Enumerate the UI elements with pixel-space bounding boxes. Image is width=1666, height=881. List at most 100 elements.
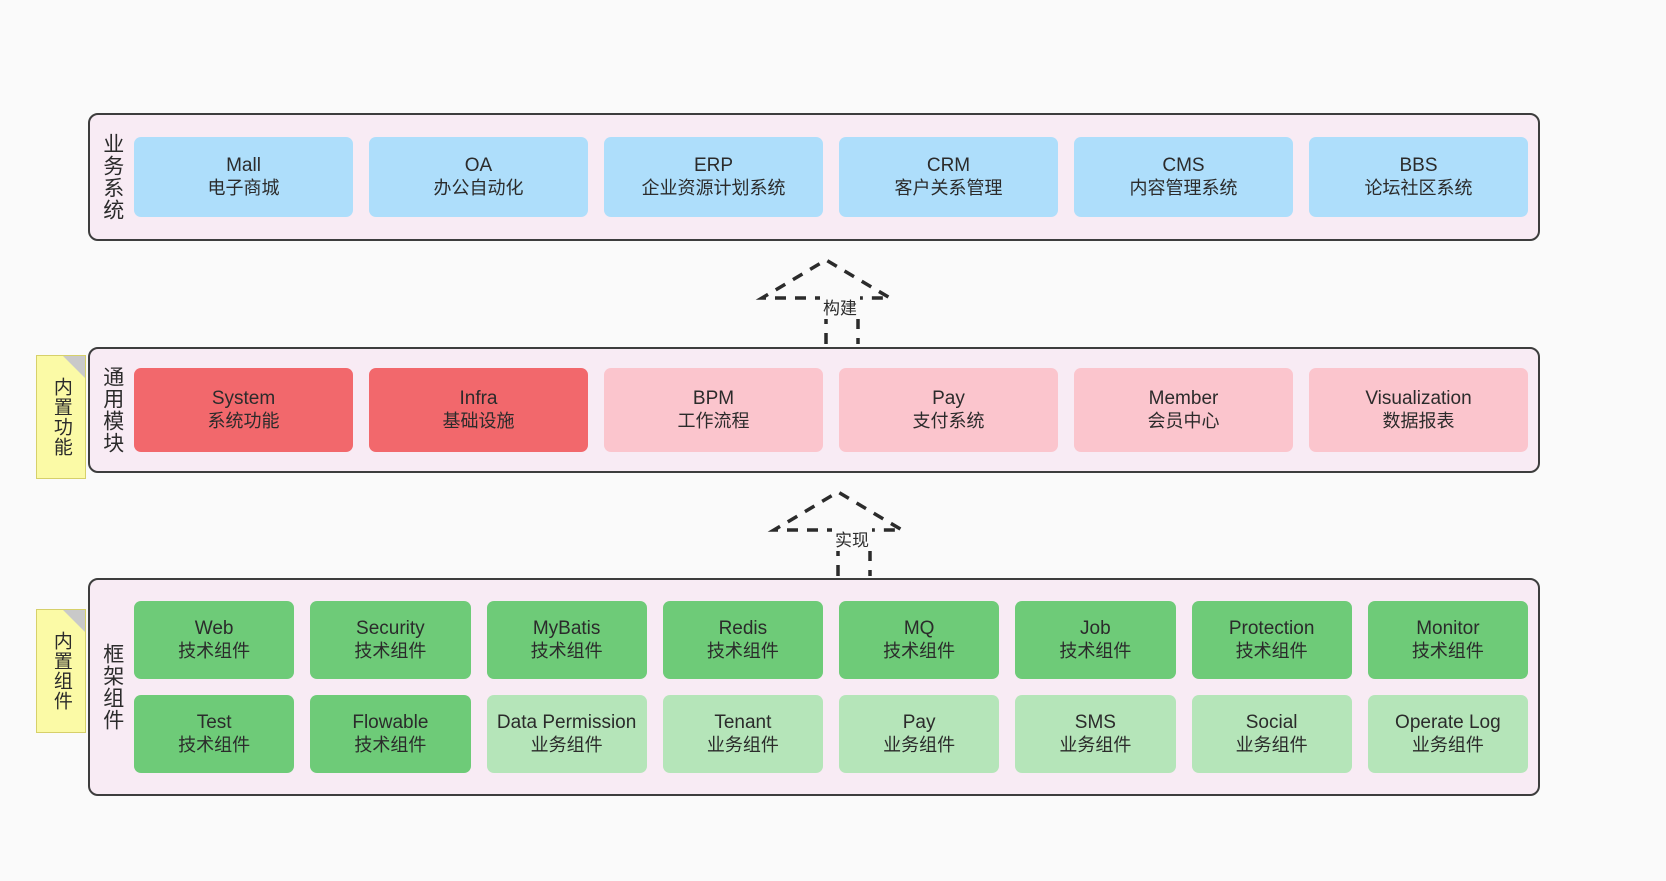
layer-business-systems: 业务系统 Mall 电子商城 OA 办公自动化 ERP 企业资源计划系统 CRM… [88,113,1540,241]
note-builtin-components: 内置组件 [36,609,86,733]
node-title: Pay [902,712,936,734]
node-title: Visualization [1365,388,1472,410]
node-social[interactable]: Social 业务组件 [1191,695,1352,773]
node-title: Redis [718,618,768,640]
node-title: Test [196,712,232,734]
node-title: Member [1148,388,1219,410]
node-row: Web 技术组件 Security 技术组件 MyBatis 技术组件 Redi… [134,601,1528,679]
node-subtitle: 技术组件 [178,734,251,755]
node-sms[interactable]: SMS 业务组件 [1015,695,1176,773]
note-builtin-features: 内置功能 [36,355,86,479]
node-subtitle: 论坛社区系统 [1364,177,1473,198]
note-fold-icon [63,610,85,632]
node-row: Mall 电子商城 OA 办公自动化 ERP 企业资源计划系统 CRM 客户关系… [134,137,1528,217]
node-title: Flowable [352,712,429,734]
note-fold-icon [63,356,85,378]
node-oa[interactable]: OA 办公自动化 [369,137,588,217]
node-title: CRM [926,155,971,177]
node-title: Security [356,618,425,640]
node-subtitle: 企业资源计划系统 [641,177,786,198]
node-title: Operate Log [1395,712,1501,734]
node-title: Protection [1228,618,1315,640]
node-subtitle: 业务组件 [883,734,956,755]
node-title: Pay [932,388,965,410]
node-title: Infra [459,388,498,410]
node-flowable[interactable]: Flowable 技术组件 [310,695,471,773]
node-system[interactable]: System 系统功能 [134,368,353,452]
node-subtitle: 系统功能 [207,410,280,431]
node-subtitle: 技术组件 [530,640,603,661]
node-subtitle: 业务组件 [1059,734,1132,755]
node-mq[interactable]: MQ 技术组件 [839,601,1000,679]
node-subtitle: 数据报表 [1382,410,1455,431]
layer-label-framework-components: 框架组件 [100,643,124,731]
layer-body-business-systems: Mall 电子商城 OA 办公自动化 ERP 企业资源计划系统 CRM 客户关系… [134,115,1538,239]
layer-label-business-systems: 业务系统 [100,133,124,221]
node-cms[interactable]: CMS 内容管理系统 [1074,137,1293,217]
layer-framework-components: 框架组件 Web 技术组件 Security 技术组件 MyBatis 技术组件… [88,578,1540,796]
node-subtitle: 技术组件 [354,734,427,755]
node-visualization[interactable]: Visualization 数据报表 [1309,368,1528,452]
layer-common-modules: 通用模块 System 系统功能 Infra 基础设施 BPM 工作流程 Pay… [88,347,1540,473]
node-pay-component[interactable]: Pay 业务组件 [839,695,1000,773]
node-job[interactable]: Job 技术组件 [1015,601,1176,679]
connector-build: 构建 [755,257,898,344]
node-title: Monitor [1416,618,1480,640]
node-title: Job [1080,618,1111,640]
node-mybatis[interactable]: MyBatis 技术组件 [486,601,647,679]
connector-implement: 实现 [767,489,910,576]
node-subtitle: 技术组件 [178,640,251,661]
layer-body-framework-components: Web 技术组件 Security 技术组件 MyBatis 技术组件 Redi… [134,580,1538,794]
node-title: System [211,388,276,410]
node-title: Data Permission [496,712,637,734]
node-subtitle: 办公自动化 [433,177,524,198]
node-title: CMS [1162,155,1205,177]
node-erp[interactable]: ERP 企业资源计划系统 [604,137,823,217]
node-subtitle: 会员中心 [1147,410,1220,431]
node-subtitle: 电子商城 [207,177,280,198]
node-subtitle: 业务组件 [1411,734,1484,755]
node-title: MyBatis [532,618,601,640]
node-row: System 系统功能 Infra 基础设施 BPM 工作流程 Pay 支付系统… [134,368,1528,452]
node-data-permission[interactable]: Data Permission 业务组件 [486,695,647,773]
node-subtitle: 客户关系管理 [894,177,1003,198]
node-title: SMS [1074,712,1116,734]
node-bpm[interactable]: BPM 工作流程 [604,368,823,452]
node-subtitle: 工作流程 [677,410,750,431]
node-row: Test 技术组件 Flowable 技术组件 Data Permission … [134,695,1528,773]
connector-implement-label: 实现 [832,526,872,551]
node-title: BBS [1399,155,1438,177]
node-protection[interactable]: Protection 技术组件 [1191,601,1352,679]
node-redis[interactable]: Redis 技术组件 [662,601,823,679]
node-title: OA [464,155,493,177]
node-subtitle: 内容管理系统 [1129,177,1238,198]
node-title: MQ [903,618,935,640]
note-label: 内置组件 [50,631,72,711]
node-title: Web [194,618,234,640]
node-crm[interactable]: CRM 客户关系管理 [839,137,1058,217]
node-infra[interactable]: Infra 基础设施 [369,368,588,452]
node-monitor[interactable]: Monitor 技术组件 [1367,601,1528,679]
node-web[interactable]: Web 技术组件 [134,601,295,679]
node-subtitle: 技术组件 [1059,640,1132,661]
node-title: Tenant [714,712,772,734]
node-subtitle: 业务组件 [530,734,603,755]
node-mall[interactable]: Mall 电子商城 [134,137,353,217]
node-member[interactable]: Member 会员中心 [1074,368,1293,452]
node-security[interactable]: Security 技术组件 [310,601,471,679]
node-operate-log[interactable]: Operate Log 业务组件 [1367,695,1528,773]
node-bbs[interactable]: BBS 论坛社区系统 [1309,137,1528,217]
connector-build-label: 构建 [820,294,860,319]
node-subtitle: 技术组件 [1235,640,1308,661]
node-subtitle: 技术组件 [354,640,427,661]
layer-label-common-modules: 通用模块 [100,366,124,454]
node-subtitle: 技术组件 [706,640,779,661]
node-pay-module[interactable]: Pay 支付系统 [839,368,1058,452]
node-tenant[interactable]: Tenant 业务组件 [662,695,823,773]
node-subtitle: 支付系统 [912,410,985,431]
node-subtitle: 技术组件 [883,640,956,661]
node-subtitle: 基础设施 [442,410,515,431]
node-subtitle: 技术组件 [1411,640,1484,661]
node-test[interactable]: Test 技术组件 [134,695,295,773]
